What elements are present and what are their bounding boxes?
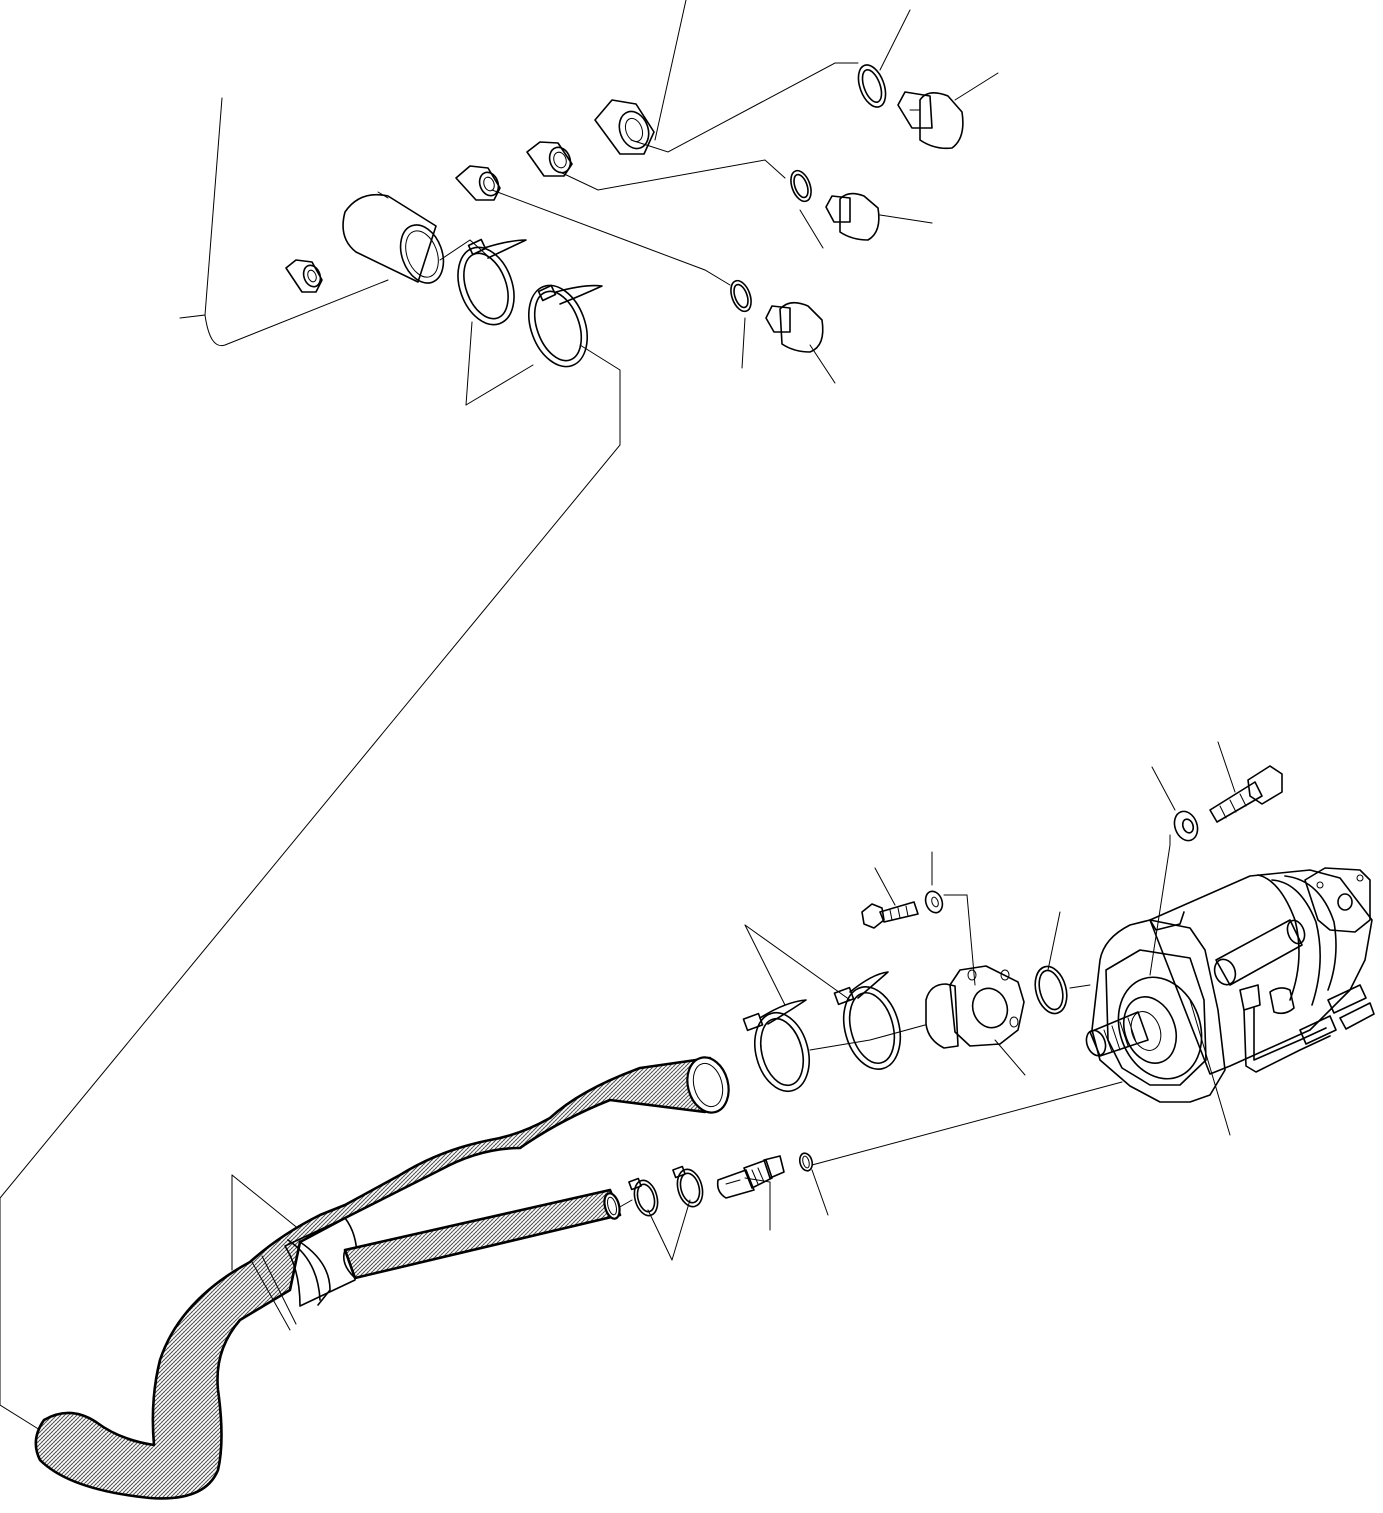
- port-adapter-small-2: [455, 165, 501, 201]
- hose-clamp-bottom-1: [628, 1177, 659, 1217]
- washer-flange: [924, 890, 944, 914]
- o-ring-pump: [1034, 965, 1068, 1015]
- port-adapter-small-1: [285, 259, 323, 293]
- o-ring-top-1: [857, 64, 887, 108]
- hose-clamp-middle-1: [742, 999, 810, 1093]
- hydraulic-pump: [1085, 867, 1375, 1103]
- plug-top-2: [825, 192, 880, 241]
- o-ring-top-2: [790, 169, 812, 203]
- hose-clamp-middle-2: [833, 971, 902, 1070]
- bolt-upper: [1209, 765, 1283, 823]
- suction-hose: [34, 1056, 730, 1500]
- drain-hose: [342, 1188, 622, 1280]
- bolt-flange: [861, 901, 919, 929]
- plug-top-1: [897, 91, 964, 150]
- suction-tube-sleeve: [342, 191, 445, 284]
- o-ring-connector: [798, 1152, 814, 1172]
- hose-joint-sleeve: [251, 1217, 358, 1331]
- plug-top-3: [765, 301, 824, 353]
- washer-upper: [1173, 810, 1199, 842]
- leader-lines: [0, 0, 1236, 1431]
- connector: [716, 1155, 785, 1199]
- o-ring-top-3: [730, 279, 752, 313]
- flange: [925, 965, 1025, 1049]
- hose-clamp-bottom-2: [672, 1165, 704, 1208]
- hose-clamp-top-2: [528, 284, 603, 368]
- hose-clamp-top-1: [457, 238, 527, 326]
- port-adapter-large: [594, 99, 655, 155]
- port-adapter-small-3: [526, 141, 573, 177]
